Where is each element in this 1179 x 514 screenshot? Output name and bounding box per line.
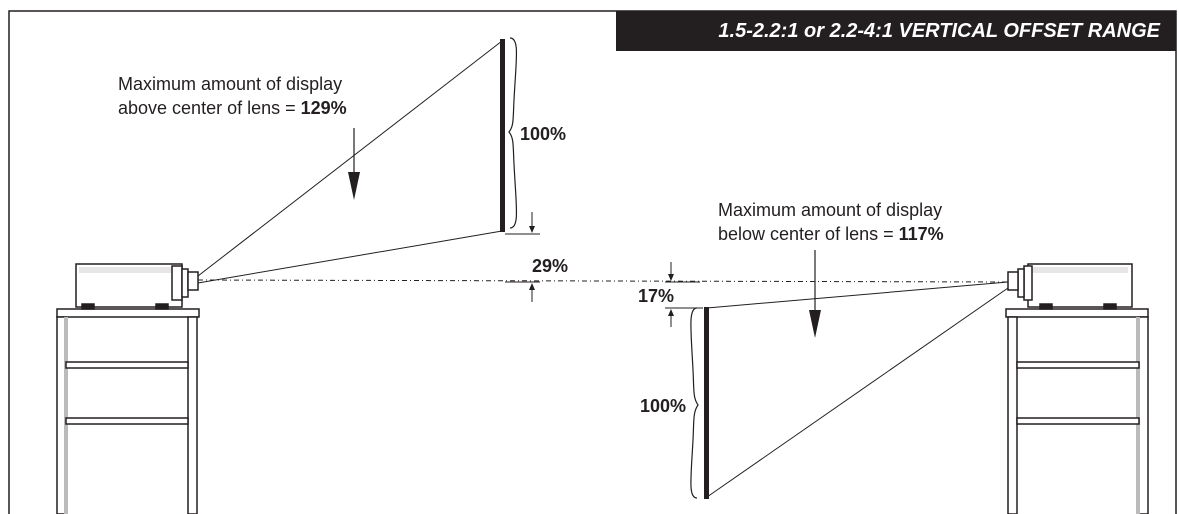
right-caption-text: below center of lens = <box>718 224 899 244</box>
right-caption-line2: below center of lens = 117% <box>718 222 944 246</box>
right-screen <box>704 307 709 499</box>
right-offset-dimension <box>665 262 703 327</box>
right-screen-brace <box>690 307 699 499</box>
left-projection-rays <box>197 40 503 284</box>
left-caption: Maximum amount of display above center o… <box>118 72 347 120</box>
left-offset-dimension <box>505 212 540 302</box>
lens-center-line <box>197 279 1011 283</box>
left-projector-stand <box>56 308 200 514</box>
right-caption-value: 117% <box>898 224 944 244</box>
left-caption-text: above center of lens = <box>118 98 301 118</box>
right-projector-stand <box>1005 308 1149 514</box>
right-projector <box>1007 263 1133 310</box>
left-screen <box>500 39 505 232</box>
right-caption: Maximum amount of display below center o… <box>718 198 944 246</box>
diagram-title: 1.5-2.2:1 or 2.2-4:1 VERTICAL OFFSET RAN… <box>616 11 1176 51</box>
left-screen-height-label: 100% <box>520 124 567 144</box>
left-screen-brace <box>508 37 518 229</box>
left-caption-value: 129% <box>300 98 347 118</box>
right-caption-line1: Maximum amount of display <box>718 200 943 220</box>
right-caption-arrow <box>809 250 821 338</box>
right-screen-height-label: 100% <box>640 396 687 416</box>
left-offset-label: 29% <box>532 256 569 276</box>
right-projection-rays <box>706 281 1009 498</box>
right-offset-label: 17% <box>638 286 675 306</box>
left-projector <box>75 263 199 310</box>
left-caption-line2: above center of lens = 129% <box>118 96 347 120</box>
left-caption-line1: Maximum amount of display <box>118 74 343 94</box>
left-caption-arrow <box>348 128 360 200</box>
diagram-frame <box>8 10 1177 514</box>
